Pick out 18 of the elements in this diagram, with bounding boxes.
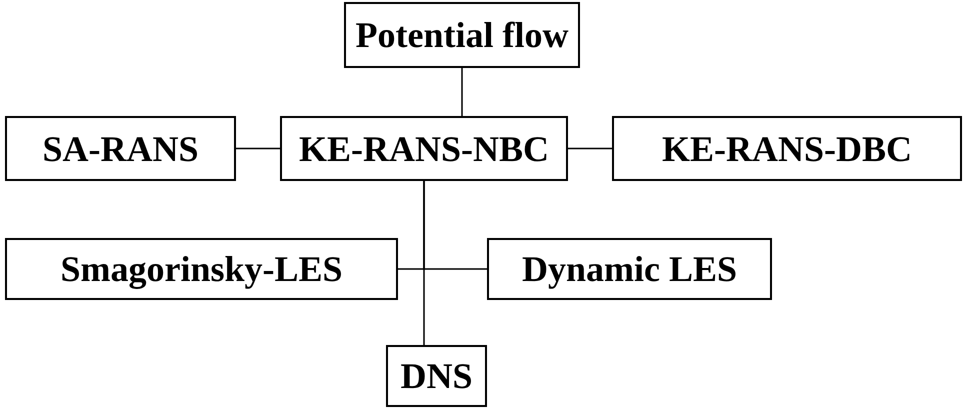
connector-line: [461, 68, 463, 116]
connector-line: [568, 148, 612, 150]
box-label: Dynamic LES: [522, 248, 738, 290]
process-box: [5, 116, 236, 181]
box-label: Potential flow: [356, 14, 568, 56]
process-box: [386, 345, 487, 407]
box-label: KE-RANS-DBC: [662, 128, 912, 170]
process-box: [344, 2, 580, 68]
connector-line: [423, 181, 425, 345]
process-box: [5, 238, 398, 300]
box-label: SA-RANS: [42, 128, 199, 170]
box-label: KE-RANS-NBC: [298, 128, 549, 170]
process-box: [487, 238, 772, 300]
box-label: DNS: [400, 355, 473, 397]
connector-line: [236, 148, 280, 150]
process-box: [280, 116, 568, 181]
process-box: [612, 116, 962, 181]
box-label: Smagorinsky-LES: [60, 248, 343, 290]
